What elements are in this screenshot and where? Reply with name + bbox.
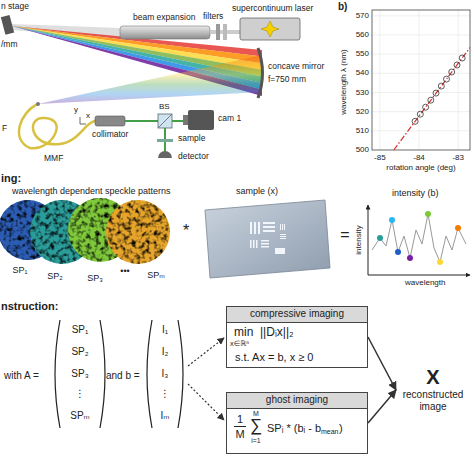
part-label: BS bbox=[159, 102, 170, 111]
operator-symbol: * bbox=[183, 222, 189, 240]
method-box: ghost imaging1MM∑i=1SPᵢ * (bᵢ - bmean) bbox=[226, 392, 368, 454]
formula-text: 1 bbox=[234, 413, 246, 427]
axis-title: wavelength λ (nm) bbox=[339, 49, 348, 114]
formula-text: i=1 bbox=[251, 437, 261, 445]
pattern-label: SP₃ bbox=[87, 273, 103, 283]
formula-text: M bbox=[234, 428, 246, 441]
formula-text: ∑ bbox=[250, 416, 262, 436]
formula-text: x∈ℝⁿ bbox=[230, 340, 249, 349]
part-label: detector bbox=[178, 152, 209, 162]
formula-text: ) bbox=[339, 422, 343, 435]
panel-label: b) bbox=[338, 1, 347, 13]
section-heading: ing: bbox=[1, 172, 21, 185]
matrix-entry: SP₃ bbox=[71, 368, 88, 380]
part-label: n stage bbox=[1, 2, 29, 12]
result-block: Xreconstructed image bbox=[396, 366, 470, 414]
part-label: sample bbox=[178, 134, 205, 144]
part-label: /mm bbox=[1, 40, 18, 50]
part-label: cam 1 bbox=[218, 114, 241, 124]
pattern-label: SP₂ bbox=[47, 271, 63, 281]
equation-text: with A = bbox=[4, 370, 39, 382]
matrix-entry: SP₂ bbox=[71, 346, 88, 358]
vector-entry: I₂ bbox=[162, 346, 169, 358]
tick-label: 550 bbox=[356, 49, 369, 58]
matrix-entry: SP₁ bbox=[72, 324, 89, 336]
equation-text: and b = bbox=[106, 370, 140, 382]
connector-arrow bbox=[368, 390, 396, 423]
matrix-entry: SPₘ bbox=[70, 410, 90, 422]
tick-label: -85 bbox=[374, 153, 386, 162]
vector-entry: ⋮ bbox=[160, 388, 170, 400]
part-label: concave mirror bbox=[268, 62, 324, 72]
matrix-entry: ⋮ bbox=[75, 388, 85, 400]
tick-label: 500 bbox=[356, 145, 369, 154]
tick-label: 530 bbox=[356, 88, 369, 97]
tick-label: 540 bbox=[356, 68, 369, 77]
box-header: compressive imaging bbox=[227, 307, 367, 323]
axis-name: y bbox=[74, 105, 78, 114]
tick-label: -83 bbox=[452, 153, 464, 162]
tick-label: 570 bbox=[356, 11, 369, 20]
formula-text: SPᵢ * (bᵢ - b bbox=[267, 422, 321, 435]
formula-text: s.t. Ax = b, x ≥ 0 bbox=[235, 351, 314, 364]
method-box: compressive imaging minx∈ℝⁿ ||Dᵢx||₂ s.t. A… bbox=[226, 306, 368, 368]
part-label: filters bbox=[203, 12, 223, 22]
result-caption: reconstructed image bbox=[396, 389, 470, 412]
part-label: collimator bbox=[92, 130, 128, 140]
part-label: sample (x) bbox=[236, 186, 278, 196]
part-label: beam expansion bbox=[133, 13, 195, 23]
formula-text: ||Dᵢx||₂ bbox=[260, 326, 294, 340]
axis-title: rotation angle (deg) bbox=[386, 163, 455, 172]
plot-title: intensity (b) bbox=[392, 188, 439, 198]
pattern-label: SP₁ bbox=[12, 265, 27, 275]
box-header: ghost imaging bbox=[227, 393, 367, 409]
section-heading: nstruction: bbox=[1, 300, 58, 313]
vector-entry: I₃ bbox=[162, 368, 169, 380]
axis-title: wavelength bbox=[405, 278, 445, 287]
formula-text: min bbox=[234, 326, 253, 340]
vector-entry: Iₘ bbox=[160, 410, 169, 422]
dimension-label: f=750 mm bbox=[268, 75, 306, 85]
result-symbol: X bbox=[396, 366, 470, 389]
pattern-label: SPₘ bbox=[147, 270, 165, 280]
ellipsis: ••• bbox=[120, 266, 129, 276]
vector-entry: I₁ bbox=[162, 324, 168, 336]
operator-symbol: = bbox=[340, 226, 349, 244]
axis-name: x bbox=[86, 111, 90, 120]
connector-arrow bbox=[368, 337, 396, 390]
tick-label: 560 bbox=[356, 30, 369, 39]
part-label: F bbox=[2, 124, 7, 134]
tick-label: -84 bbox=[413, 153, 425, 162]
formula-text: mean bbox=[321, 428, 339, 436]
tick-label: 510 bbox=[356, 126, 369, 135]
section-caption: wavelength dependent speckle patterns bbox=[12, 186, 171, 196]
axis-title: intensity bbox=[354, 225, 363, 254]
part-label: MMF bbox=[44, 154, 63, 164]
part-label: supercontinuum laser bbox=[232, 4, 313, 14]
tick-label: 520 bbox=[356, 107, 369, 116]
